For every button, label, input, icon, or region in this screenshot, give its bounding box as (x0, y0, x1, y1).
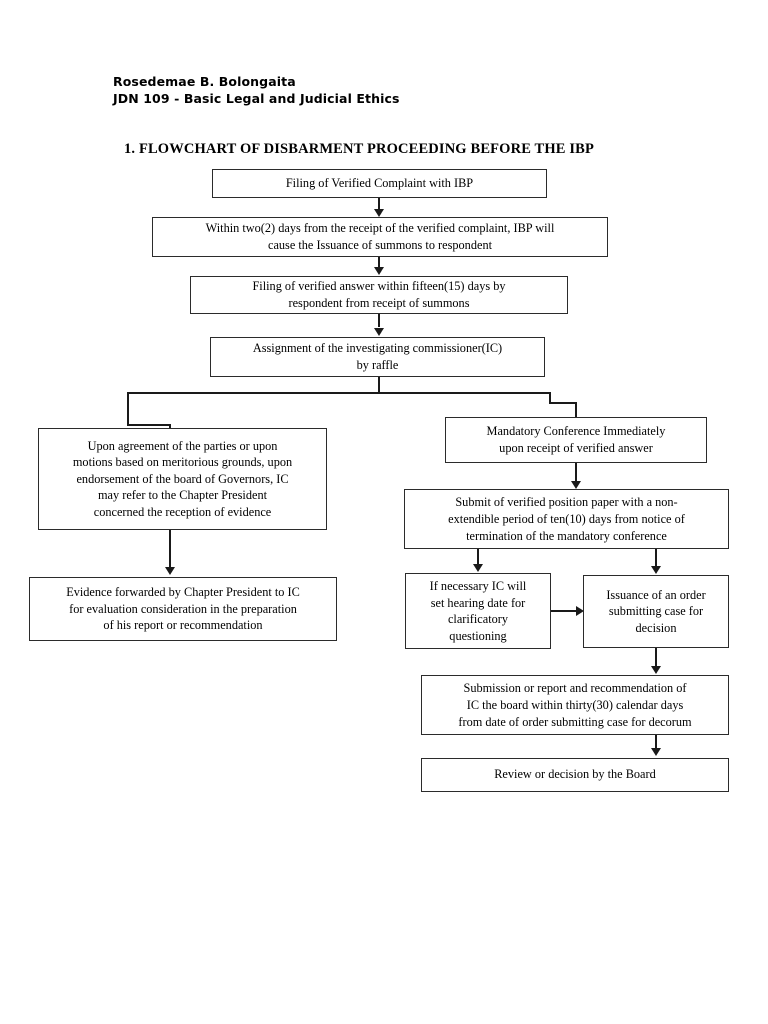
page-title: 1. FLOWCHART OF DISBARMENT PROCEEDING BE… (124, 141, 595, 157)
connector-n3-n4 (378, 313, 380, 327)
branch-bus-left-stub (127, 424, 171, 426)
document-header: Rosedemae B. Bolongaita JDN 109 - Basic … (113, 73, 400, 107)
node-label: Review or decision by the Board (494, 767, 656, 782)
connector-n4-bus (378, 376, 380, 394)
course-name: JDN 109 - Basic Legal and Judicial Ethic… (113, 91, 400, 106)
branch-bus-right-stub (549, 402, 577, 404)
arrowhead-n5-n6 (165, 567, 175, 575)
branch-bus (127, 392, 551, 394)
connector-bus-right-drop (575, 402, 577, 417)
node-label: Assignment of the investigating commissi… (252, 341, 503, 372)
node-label: Filing of Verified Complaint with IBP (285, 175, 474, 190)
connector-n5-n6 (169, 530, 171, 569)
node-submit-position-paper[interactable]: Submit of verified position paper with a… (404, 489, 729, 549)
connector-n1-n2 (378, 197, 380, 211)
arrowhead-n8-n10 (651, 566, 661, 574)
arrowhead-n10-n11 (651, 666, 661, 674)
arrowhead-n1-n2 (374, 209, 384, 217)
connector-n11-n12 (655, 735, 657, 749)
connector-bus-right (549, 392, 551, 404)
node-issuance-of-summons[interactable]: Within two(2) days from the receipt of t… (152, 217, 608, 257)
node-label: Evidence forwarded by Chapter President … (66, 585, 300, 633)
connector-n10-n11 (655, 648, 657, 668)
connector-n8-n9 (477, 549, 479, 565)
node-evidence-forwarded[interactable]: Evidence forwarded by Chapter President … (29, 577, 337, 641)
node-submission-report-recommendation[interactable]: Submission or report and recommendation … (421, 675, 729, 735)
author-name: Rosedemae B. Bolongaita (113, 74, 296, 89)
arrowhead-n2-n3 (374, 267, 384, 275)
connector-bus-left (127, 392, 129, 426)
connector-n2-n3 (378, 256, 380, 268)
node-label: Filing of verified answer within fifteen… (252, 279, 506, 310)
connector-bus-left-drop (169, 424, 171, 430)
node-filing-verified-complaint[interactable]: Filing of Verified Complaint with IBP (212, 169, 547, 198)
connector-n9-n10 (551, 610, 579, 612)
arrowhead-n8-n9 (473, 564, 483, 572)
arrowhead-n3-n4 (374, 328, 384, 336)
node-label: Within two(2) days from the receipt of t… (205, 221, 555, 252)
connector-n7-n8 (575, 463, 577, 483)
connector-n8-n10 (655, 549, 657, 567)
node-filing-verified-answer[interactable]: Filing of verified answer within fifteen… (190, 276, 568, 314)
node-label: Submit of verified position paper with a… (448, 494, 685, 543)
node-label: Submission or report and recommendation … (458, 680, 692, 729)
node-review-decision-board[interactable]: Review or decision by the Board (421, 758, 729, 792)
arrowhead-n9-n10 (576, 606, 584, 616)
arrowhead-n7-n8 (571, 481, 581, 489)
arrowhead-n11-n12 (651, 748, 661, 756)
node-assignment-of-ic[interactable]: Assignment of the investigating commissi… (210, 337, 545, 377)
